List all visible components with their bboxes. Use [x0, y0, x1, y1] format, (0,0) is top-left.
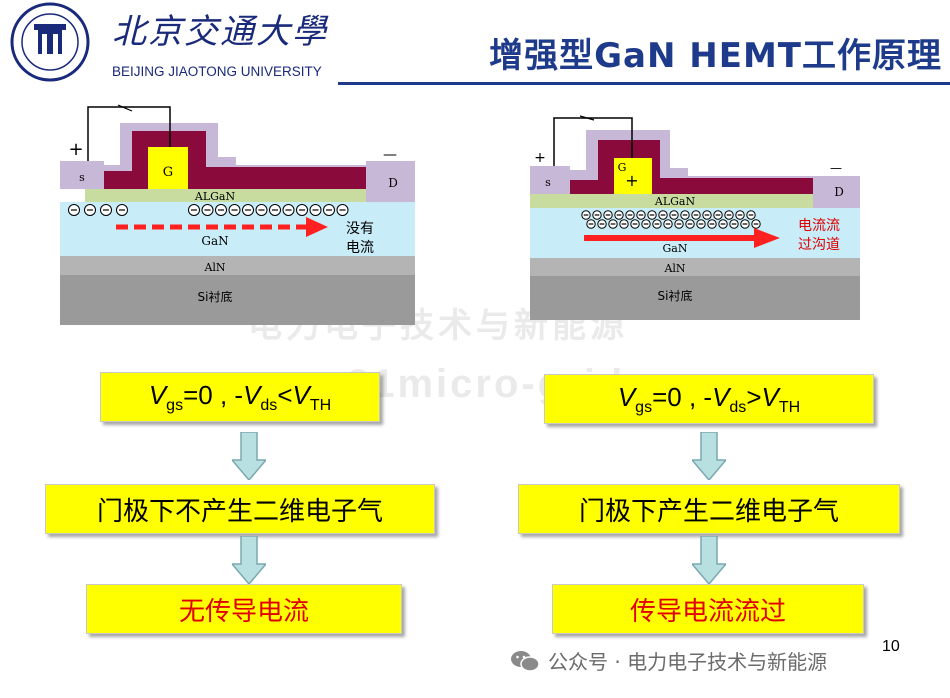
page-number: 10 [882, 638, 900, 655]
aln-label: AlN [663, 262, 685, 275]
plus-label: + [68, 139, 83, 160]
source-contact [530, 166, 570, 194]
gate-plus-label: + [625, 171, 638, 190]
drain-label: D [834, 185, 844, 199]
step-text-right: 门极下产生二维电子气 [578, 496, 839, 527]
step-box-right: 门极下产生二维电子气 [518, 484, 900, 534]
minus-label: — [383, 147, 397, 163]
condition-text-left: Vgs=0 , -Vds<VTH [148, 379, 332, 414]
annotation-line2: 过沟道 [798, 237, 840, 253]
drain-contact [366, 161, 415, 202]
bias-wire [87, 106, 171, 161]
wechat-account-text: 公众号 · 电力电子技术与新能源 [548, 650, 828, 674]
annotation-line1: 电流流 [798, 218, 840, 234]
drain-label: D [388, 176, 398, 190]
down-arrow-icon [692, 536, 726, 584]
down-arrow-icon [692, 432, 726, 480]
drain-contact [813, 176, 860, 208]
aln-layer [530, 258, 860, 276]
aln-layer [60, 256, 415, 275]
current-arrowhead [754, 228, 780, 248]
university-seal-logo [10, 2, 90, 82]
bias-wire [553, 117, 633, 166]
minus-label: — [830, 161, 842, 175]
condition-box-right: Vgs=0 , -Vds>VTH [544, 374, 874, 424]
wechat-icon [511, 650, 540, 672]
source-label: s [79, 171, 85, 184]
condition-box-left: Vgs=0 , -Vds<VTH [100, 372, 380, 422]
source-contact [60, 161, 104, 189]
gan-label: GaN [663, 242, 688, 255]
gate-metal [570, 140, 813, 194]
annotation-line1: 没有 [346, 221, 374, 237]
gate-label: G [163, 165, 173, 180]
source-label: s [545, 176, 551, 189]
gate-contact [614, 158, 652, 194]
substrate-layer [530, 276, 860, 320]
algan-layer [85, 189, 370, 202]
result-box-left: 无传导电流 [86, 584, 402, 634]
annotation-line2: 电流 [346, 240, 374, 256]
plus-label: + [534, 150, 546, 166]
current-arrowhead [306, 217, 328, 237]
result-box-right: 传导电流流过 [552, 584, 864, 634]
electron-row [68, 204, 349, 216]
slide-title: 增强型GaN HEMT工作原理 [489, 36, 942, 76]
device-diagram-on: s + G + — D ALGaN GaN AlN Si衬底 电流流 过沟道 [530, 115, 860, 320]
step-box-left: 门极下不产生二维电子气 [45, 484, 435, 534]
condition-text-right: Vgs=0 , -Vds>VTH [617, 381, 801, 416]
algan-layer [530, 194, 815, 208]
university-name-en: BEIJING JIAOTONG UNIVERSITY [112, 64, 322, 79]
gate-label: G [618, 161, 627, 174]
electron-rows [581, 210, 761, 229]
down-arrow-icon [232, 432, 266, 480]
gan-label: GaN [201, 234, 228, 248]
gate-contact [148, 147, 188, 189]
substrate-label: Si衬底 [658, 288, 693, 303]
algan-label: ALGaN [194, 190, 236, 203]
wechat-footer: 公众号 · 电力电子技术与新能源 [510, 646, 827, 675]
algan-label: ALGaN [654, 195, 696, 208]
title-underline [338, 82, 950, 85]
aln-label: AlN [203, 261, 225, 274]
device-diagram-off: s + G — D ALGaN GaN AlN Si衬底 没有 电流 [60, 104, 415, 325]
result-text-left: 无传导电流 [178, 596, 309, 627]
down-arrow-icon [232, 536, 266, 584]
substrate-label: Si衬底 [198, 289, 233, 304]
step-text-left: 门极下不产生二维电子气 [96, 496, 383, 527]
result-text-right: 传导电流流过 [629, 596, 786, 627]
university-name-cn: 北京交通大學 [112, 12, 328, 52]
substrate-layer [60, 275, 415, 325]
